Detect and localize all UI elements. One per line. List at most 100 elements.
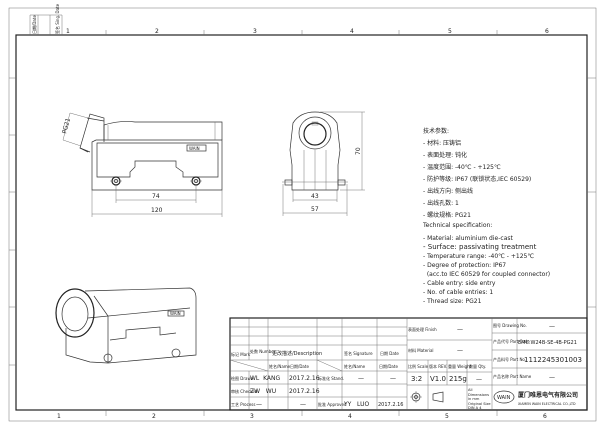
spec-en-item: - No. of cable entries: 1 [423,289,493,296]
spec-en-item: - Material: aluminium die-cast [423,235,513,242]
spec-en-item: - Thread size: PG21 [423,298,482,305]
dimensions-note: All Dimensions in mm Original Size DIN A… [468,388,491,410]
number-header: 处数 Number [250,348,276,354]
zone-2: 2 [155,28,159,35]
page-border [8,7,597,422]
spec-chinese: 技术参数: - 材料: 压铸铝 - 表面处理: 钝化 - 温度范围: -40℃ … [423,127,531,219]
isometric-view: WAIN [55,287,197,364]
spec-cn-item: - 表面处理: 钝化 [423,151,467,159]
checked-label: 审核 Checked [231,388,258,394]
spec-en-item: - Surface: passivating treatment [423,243,537,251]
date-column: 日期/Date [379,363,398,369]
zone-4: 4 [348,413,352,420]
part-code-label: 产品代号 Part Code [493,338,530,344]
zone-ticks [9,30,596,416]
checked-date: 2017.2.16 [289,388,320,395]
dimension-57: 57 [311,206,319,213]
zone-4: 4 [350,28,354,35]
approved-label: 批准 Approved [318,401,347,407]
process-name: — [256,401,262,408]
brand-badge [186,144,207,152]
brand-badge [167,310,185,317]
dimension-70: 70 [355,147,362,155]
material-value: — [457,347,463,354]
drawing-no-value: — [549,323,555,330]
projection-symbol-icon [410,391,444,403]
zone-1: 1 [66,28,70,35]
signature-header: 签名 Signature [344,350,373,356]
name-column: 姓名/Name [344,363,366,369]
drawing-no-label: 图号 Drawing No. [493,322,527,328]
process-label: 工艺 Process [231,402,255,407]
company-logo-text: WAIN [497,395,511,401]
date-column: 日期/Date [290,363,309,369]
scale-label: 比例 Scale [408,363,429,369]
stand-label: 标准化 Stand. [318,375,344,381]
zone-numbers-bottom: 1 2 3 4 5 6 [57,413,547,420]
screw-icon [171,348,181,358]
spec-cn-item: - 材料: 压铸铝 [423,139,461,147]
zone-5: 5 [448,28,452,35]
company-name-en: XIAMEN WAIN ELECTRICAL CO.,LTD [518,402,576,406]
spec-en-item: - Temperature range: -40℃ - +125℃ [423,253,534,260]
qty-label: 数量 Qty. [469,363,486,369]
scale-value: 3:2 [411,375,422,383]
name-column: 姓名/Name [269,363,291,369]
part-code-value: EMC.W24B-SE-4B-PG21 [518,340,577,346]
mark-header: 标记 Mark [231,351,251,357]
material-label: 材料 Material [408,347,434,353]
spec-cn-item: - 防护等级: IP67 (联锁状态,IEC 60529) [423,175,531,183]
zone-3: 3 [250,413,254,420]
spec-en-item: - Cable entry: side entry [423,280,496,287]
stand-name: — [358,375,364,382]
finish-value: — [457,326,463,333]
part-name-label: 产品名称 Part Name [493,373,532,379]
zone-6: 6 [545,28,549,35]
corner-date-label: 日期/Date [31,15,37,34]
spec-cn-item: - 出线方向: 侧出线 [423,187,473,195]
zone-6: 6 [543,413,547,420]
spec-cn-title: 技术参数: [423,127,449,135]
screw-icon [103,353,113,363]
thread-dimension-label: PG21 [61,117,72,134]
brand-badge-text: WAIN [170,311,181,316]
zone-numbers-top: 1 2 3 4 5 6 [66,28,549,35]
drawn-date: 2017.2.16 [289,375,320,382]
front-view: WAIN PG21 74 120 [61,112,223,217]
screw-icon [337,179,346,186]
approved-date: 2017.2.16 [378,402,403,408]
side-view: 43 57 70 [282,111,365,216]
dimension-120: 120 [151,207,163,214]
corner-sign-label: 签名 Sing. Date [54,3,60,34]
spec-cn-item: - 螺纹规格: PG21 [423,211,471,219]
company-logo [493,390,515,404]
spec-en-item: (acc.to IEC 60529 for coupled connector) [423,271,550,278]
dimension-43: 43 [311,193,319,200]
description-header: 更改描述/Description [272,350,322,357]
checked-name: ZW WU [250,388,276,395]
zone-2: 2 [152,413,156,420]
part-name-value: — [549,374,555,381]
date-header: 日期 Date [380,350,399,356]
title-block: 标记 Mark 处数 Number 更改描述/Description 签名 Si… [229,317,588,411]
qty-value: — [476,376,482,383]
stand-date: — [390,375,396,382]
spec-cn-item: - 出线孔数: 1 [423,199,459,207]
screw-icon [284,179,293,186]
rev-label: 版本 REV. [429,363,447,369]
approved-name: YY LUO [343,401,369,408]
process-date: — [300,401,306,408]
part-no-label: 产品料号 Part No. [493,356,526,362]
spec-en-title: Technical specification: [422,222,492,229]
spec-english: Technical specification: - Material: alu… [422,222,550,305]
finish-label: 表面处理 Finish [408,326,437,332]
dimension-74: 74 [152,193,160,200]
cable-entry-opening [303,122,327,146]
zone-3: 3 [253,28,257,35]
drawn-name: WL KANG [250,375,281,382]
spec-en-item: - Degree of protection: IP67 [423,262,506,269]
weight-value: 215g [449,375,467,383]
zone-5: 5 [445,413,449,420]
corner-revision-box: 日期/Date 签名 Sing. Date [29,3,63,35]
